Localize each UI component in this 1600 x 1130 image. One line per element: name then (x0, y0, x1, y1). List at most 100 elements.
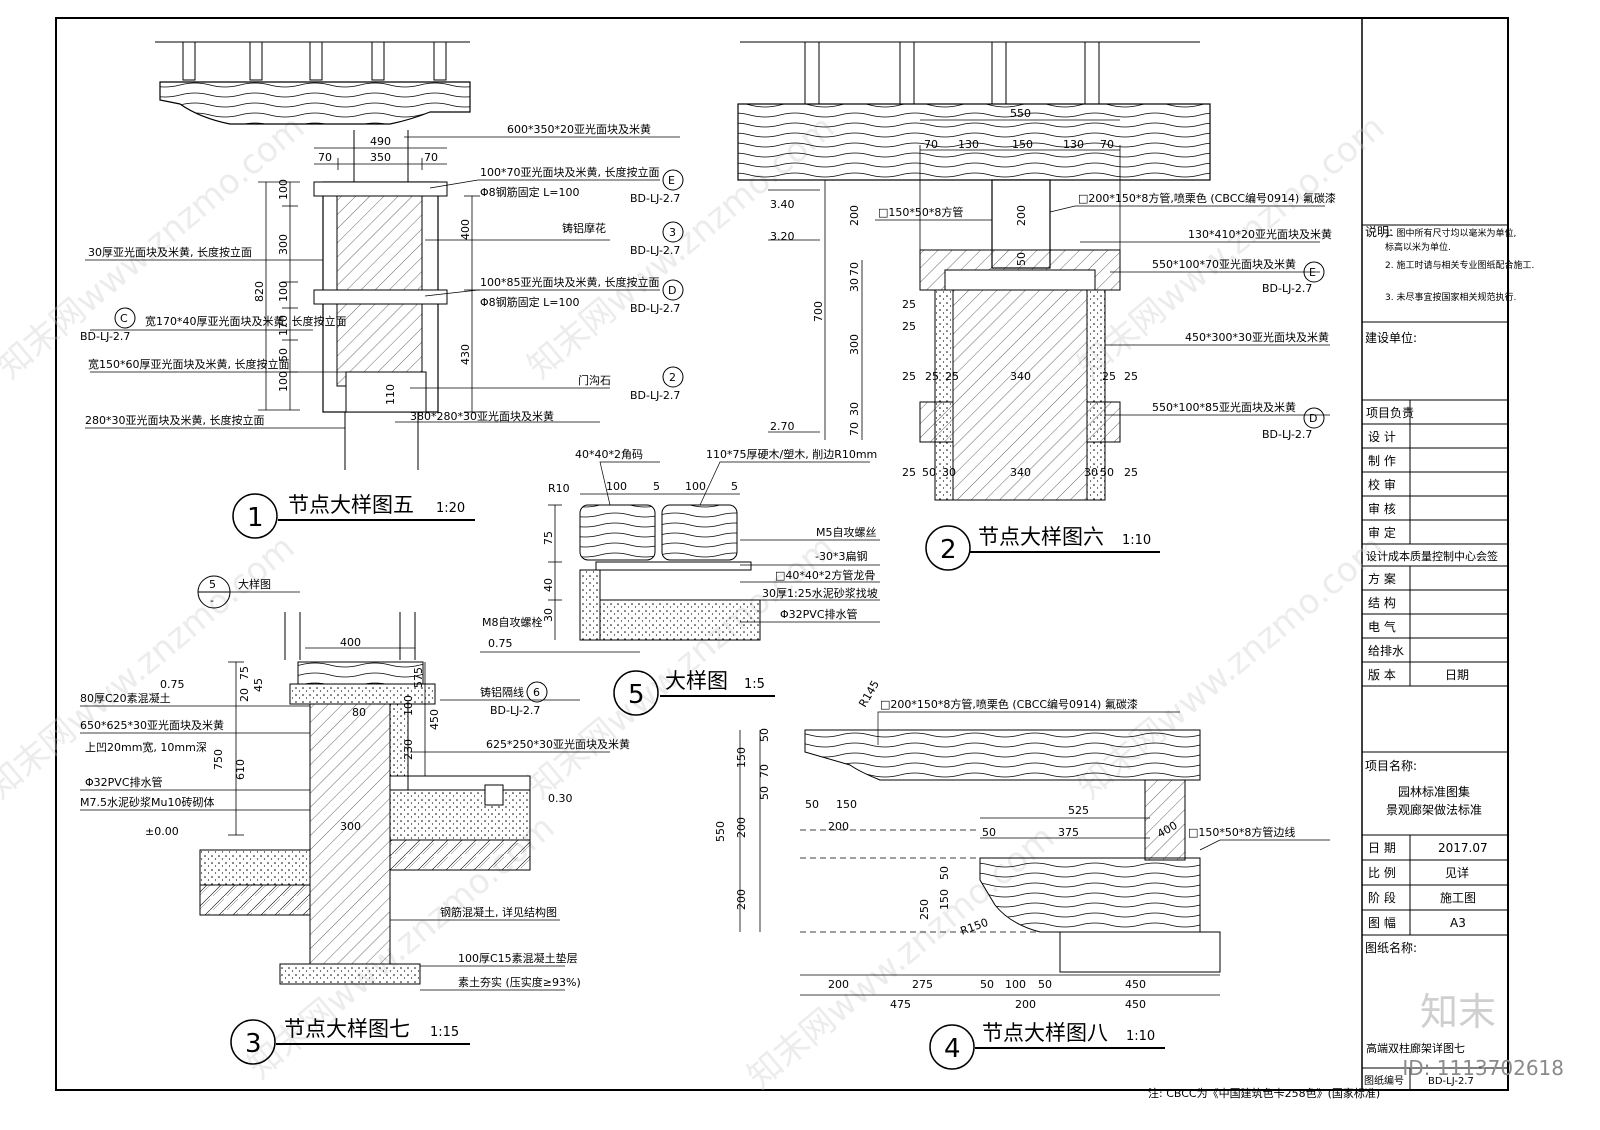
d4-dim-2: 50 (758, 728, 771, 742)
d3-dim-2: 20 (238, 688, 251, 702)
title-block (1362, 224, 1508, 1090)
d1-ref-3: 3 BD-LJ-2.7 (630, 221, 684, 257)
d1-title-scale: 1:20 (436, 501, 465, 516)
d1-dim-r1: 400 (459, 219, 472, 240)
d3-label-10: 素土夯实 (压实度≥93%) (458, 975, 581, 989)
d2-label-3: 550*100*70亚光面块及米黄 (1152, 257, 1296, 271)
d5-board-1 (579, 504, 656, 561)
d2-label-1: □200*150*8方管,喷栗色 (CBCC编号0914) 氟碳漆 (1078, 191, 1336, 205)
d2-dim-l6: 30 (848, 402, 861, 416)
d2-ref-D: D BD-LJ-2.7 (1262, 407, 1325, 441)
d4-title-text: 节点大样图八 (982, 1021, 1108, 1045)
d2-title-num: 2 (940, 535, 957, 565)
d3-dim-5: 610 (234, 759, 247, 780)
detail-2: 550 70 130 150 130 70 3.40 3.20 2.70 200… (737, 41, 1336, 571)
d2-dim-t3: 150 (1012, 138, 1033, 151)
tb-version-date: 日期 (1445, 668, 1469, 682)
d3-level-2: 0.30 (548, 792, 573, 805)
d3-wall (309, 703, 391, 965)
d1-ref-E: E BD-LJ-2.7 (630, 169, 684, 205)
tb-project-1: 园林标准图集 (1398, 784, 1470, 799)
logo: 知末 (1419, 990, 1496, 1034)
d3-dim-8: 100 (402, 695, 415, 716)
detail-1-beam (159, 81, 471, 125)
d5-label-4: □40*40*2方管龙骨 (775, 568, 875, 582)
detail-1-title: 1 节点大样图五 1:20 (232, 493, 475, 539)
d2-dim-i0: 25 (902, 298, 916, 311)
d5-dim-7: 30 (542, 608, 555, 622)
d2-dim-i16: 50 (1015, 252, 1028, 266)
d1-dim-l5: 170 (277, 315, 290, 336)
detail-1-joists (182, 41, 447, 81)
tb-row-2-k: 阶 段 (1368, 890, 1396, 905)
d3-label-5: M8自攻螺栓 (482, 615, 543, 629)
d1-ref-E-id: E (668, 174, 675, 187)
d1-ref-2-id: 2 (669, 371, 676, 384)
tb-notes-heading: 说明: (1365, 224, 1393, 239)
d3-dim-10: 230 (402, 739, 415, 760)
d3-ref-6-id: 6 (533, 686, 540, 699)
detail-5-title: 5 大样图 1:5 (613, 669, 775, 716)
d3-dim-6: 575 (412, 667, 425, 688)
d2-dim-t4: 130 (1063, 138, 1084, 151)
d5-dim-4: 5 (731, 480, 738, 493)
d1-ref-2-code: BD-LJ-2.7 (630, 389, 680, 402)
d4-title-num: 4 (944, 1034, 961, 1064)
d2-core (952, 289, 1088, 501)
d1-dim-l6: 50 (277, 348, 290, 362)
d2-dim-i4: 25 (945, 370, 959, 383)
d5-dim-1: 100 (606, 480, 627, 493)
tb-row-1-v: 见详 (1445, 865, 1469, 880)
d2-dim-l1: 700 (812, 301, 825, 322)
d1-ref-C: C BD-LJ-2.7 (80, 307, 136, 343)
d3-dim-7: 80 (352, 706, 366, 719)
d2-dim-i15: 200 (1015, 205, 1028, 226)
d5-dim-3: 100 (685, 480, 706, 493)
d2-ref-D-id: D (1309, 412, 1317, 425)
d2-level-1: 3.20 (770, 230, 795, 243)
d3-label-7: 625*250*30亚光面块及米黄 (486, 737, 630, 751)
detail-4: R145 150 50 70 50 550 200 200 50 150 200… (714, 678, 1330, 1070)
d1-label-3: 铸铝摩花 (562, 221, 606, 235)
d1-ref-2: 2 BD-LJ-2.7 (630, 366, 684, 402)
d2-beam (737, 103, 1211, 181)
d1-dim-l3: 820 (253, 281, 266, 302)
tb-row-3-v: A3 (1450, 916, 1466, 930)
d1-ref-E-code: BD-LJ-2.7 (630, 192, 680, 205)
d3-dim-0: 400 (340, 636, 361, 649)
d3-ground (389, 789, 531, 841)
d3-dim-1: 75 (238, 666, 251, 680)
tb-drawing-no: BD-LJ-2.7 (1428, 1076, 1474, 1087)
d2-dim-i12: 25 (1124, 466, 1138, 479)
d4-dim-21: 50 (980, 978, 994, 991)
d3-label-2: 上凹20mm宽, 10mm深 (85, 740, 207, 754)
d5-label-2: M5自攻螺丝 (816, 525, 877, 539)
d1-label-2: Φ8钢筋固定 L=100 (480, 185, 580, 199)
tb-role-1: 设 计 (1368, 430, 1396, 444)
d2-dim-t1: 70 (924, 138, 938, 151)
d1-dim-350: 350 (370, 151, 391, 164)
d1-label-11: 280*30亚光面块及米黄, 长度按立面 (85, 413, 265, 427)
d2-dim-i11: 50 (1100, 466, 1114, 479)
d4-dim-15: 250 (918, 899, 931, 920)
d2-dim-t5: 70 (1100, 138, 1114, 151)
d2-dim-l5: 70 (848, 422, 861, 436)
d1-label-10: 宽150*60厚亚光面块及米黄, 长度按立面 (88, 357, 290, 371)
d4-dim-10: 200 (828, 820, 849, 833)
d2-dim-i2: 25 (902, 370, 916, 383)
d2-ref-D-code: BD-LJ-2.7 (1262, 428, 1312, 441)
d2-dim-i3: 25 (925, 370, 939, 383)
tb-note-3: 3. 未尽事宜按国家相关规范执行. (1385, 291, 1516, 303)
tb-row-2-v: 施工图 (1440, 891, 1476, 905)
d4-label-0: □200*150*8方管,喷栗色 (CBCC编号0914) 氟碳漆 (880, 697, 1138, 711)
d3-ref-6-code: BD-LJ-2.7 (490, 704, 540, 717)
d1-label-4: 100*85亚光面块及米黄, 长度按立面 (480, 275, 660, 289)
d3-dim-4: 750 (212, 749, 225, 770)
d3-dim-9: 450 (428, 709, 441, 730)
d3-title-scale: 1:15 (430, 1025, 459, 1040)
d4-dim-16: 150 (938, 889, 951, 910)
d2-dim-i10: 30 (1084, 466, 1098, 479)
watermark-4: 知末网www.znzmo.com (0, 527, 302, 806)
d5-label-1: 110*75厚硬木/塑木, 削边R10mm (706, 447, 877, 461)
d2-dim-t2: 130 (958, 138, 979, 151)
